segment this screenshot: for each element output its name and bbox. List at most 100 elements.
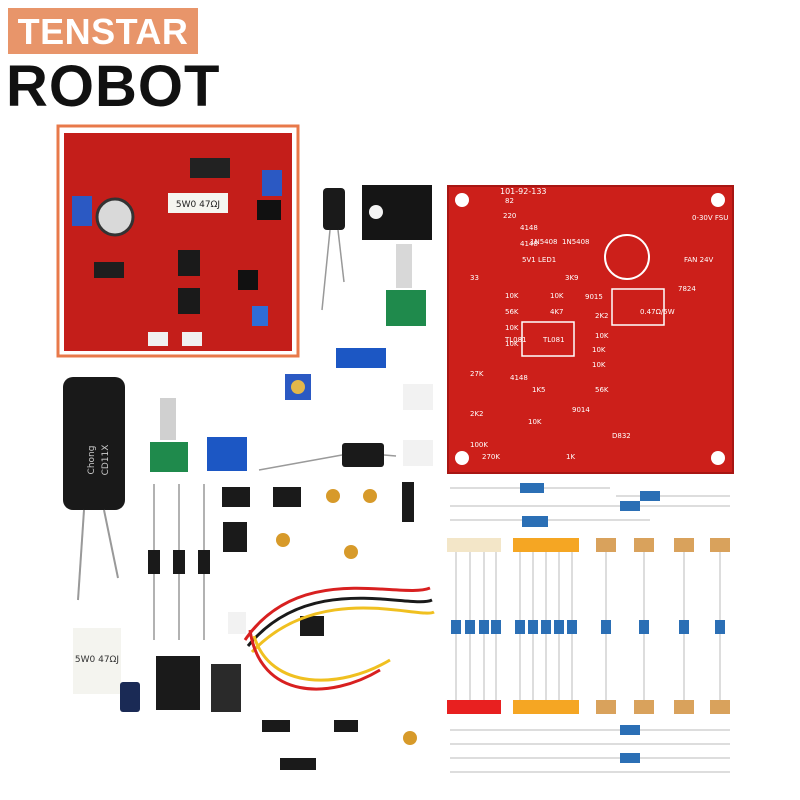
mount-hole-tr: [711, 193, 725, 207]
assembled-board-frame: [56, 124, 300, 358]
svg-text:1K: 1K: [566, 453, 575, 461]
tape-tan-3: [674, 538, 694, 552]
tape-beige-top: [447, 538, 501, 552]
to220-regulator: [223, 522, 247, 552]
diodes: [148, 484, 210, 640]
pcb-code: 101-92-133: [500, 187, 547, 196]
bare-pcb: [448, 186, 733, 473]
tape-red-bottom: [447, 700, 501, 714]
resistor-bodies: [451, 620, 725, 634]
svg-text:9015: 9015: [585, 293, 603, 301]
tape-orange-bottom: [513, 700, 579, 714]
mount-hole-tl: [455, 193, 469, 207]
terminal-block-3: [336, 348, 386, 368]
svg-text:2K2: 2K2: [595, 312, 609, 320]
svg-text:10K: 10K: [505, 292, 519, 300]
bottom-diode: [280, 758, 316, 770]
ic-outline-2: [521, 321, 575, 357]
svg-text:82: 82: [505, 197, 514, 205]
pot-shaft-top: [396, 244, 412, 288]
mount-hole-bl: [455, 451, 469, 465]
ceramic-power-resistor-label: 5W0 47ΩJ: [75, 655, 119, 665]
pot-left: [150, 442, 188, 472]
svg-text:10K: 10K: [528, 418, 542, 426]
svg-text:220: 220: [503, 212, 516, 220]
ic-dip8-1: [222, 487, 250, 507]
svg-text:10K: 10K: [505, 340, 519, 348]
svg-text:10K: 10K: [595, 332, 609, 340]
power-transistor: [156, 656, 200, 710]
svg-text:270K: 270K: [482, 453, 500, 461]
inset-pot: [257, 200, 281, 220]
pcb-labels: 82 220 4148 4148 5V1 33 3K9 10K 10K 10K …: [470, 197, 728, 461]
wire-harness: [243, 586, 435, 691]
wire-connector: [228, 612, 246, 634]
ceramic-power-resistor: [73, 628, 121, 694]
inset-trimpot: [252, 306, 268, 326]
tape-tan-1: [596, 538, 616, 552]
svg-text:LED1: LED1: [538, 256, 556, 264]
inset-ceramic-resistor: [168, 193, 228, 213]
brand-top-text: TENSTAR: [17, 11, 189, 52]
small-electrolytic-cap: [323, 188, 345, 230]
tape-tan-6: [634, 700, 654, 714]
brand-bottom-text: ROBOT: [6, 54, 221, 119]
svg-text:1N5408: 1N5408: [530, 238, 558, 246]
tape-tan-7: [674, 700, 694, 714]
svg-text:9014: 9014: [572, 406, 590, 414]
terminal-block-2: [207, 437, 247, 471]
ceramic-cap-5: [403, 731, 417, 745]
pot-top: [386, 290, 426, 326]
tape-tan-2: [634, 538, 654, 552]
to220-transistor: [211, 664, 241, 712]
small-cap-bottom: [120, 682, 140, 712]
inset-capacitor: [95, 197, 135, 237]
svg-text:3K9: 3K9: [565, 274, 579, 282]
ic-dip8-2: [273, 487, 301, 507]
small-transistor-2: [334, 720, 358, 732]
svg-text:56K: 56K: [505, 308, 519, 316]
svg-text:5V1: 5V1: [522, 256, 536, 264]
tape-orange-top: [513, 538, 579, 552]
svg-text:7824: 7824: [678, 285, 696, 293]
svg-text:10K: 10K: [592, 346, 606, 354]
svg-text:4148: 4148: [520, 224, 538, 232]
inset-connector-2: [182, 332, 202, 346]
svg-text:4148: 4148: [520, 240, 538, 248]
pin-header: [402, 482, 414, 522]
svg-text:2K2: 2K2: [470, 410, 484, 418]
cap-footprint: [604, 234, 650, 280]
svg-text:1K5: 1K5: [532, 386, 546, 394]
small-transistor-1: [262, 720, 290, 732]
cap-brand-label: Chong: [87, 446, 97, 475]
cap-series-label: CD11X: [101, 445, 111, 476]
large-capacitor: [63, 377, 125, 510]
connector-3pin-2: [403, 440, 433, 466]
inset-transistor: [190, 158, 230, 178]
svg-text:1N5408: 1N5408: [562, 238, 590, 246]
tape-tan-5: [596, 700, 616, 714]
inset-ic-2: [178, 288, 200, 314]
ic-dip8-3: [300, 616, 324, 636]
svg-text:10K: 10K: [592, 361, 606, 369]
ceramic-cap-2: [363, 489, 377, 503]
tape-tan-8: [710, 700, 730, 714]
ceramic-cap-3: [276, 533, 290, 547]
inset-connector-1: [148, 332, 168, 346]
brand-badge: [8, 8, 198, 54]
svg-text:4K7: 4K7: [550, 308, 564, 316]
inset-ceramic-label: 5W0 47ΩJ: [176, 200, 220, 210]
svg-text:FAN 24V: FAN 24V: [684, 256, 714, 264]
inset-ic-1: [178, 250, 200, 276]
svg-text:4148: 4148: [510, 374, 528, 382]
ceramic-cap-4: [344, 545, 358, 559]
connector-3pin-1: [403, 384, 433, 410]
svg-text:0.47Ω/5W: 0.47Ω/5W: [640, 308, 675, 316]
svg-text:10K: 10K: [550, 292, 564, 300]
svg-text:27K: 27K: [470, 370, 484, 378]
mount-hole-br: [711, 451, 725, 465]
svg-text:33: 33: [470, 274, 479, 282]
ic-outline-1: [611, 288, 665, 326]
inset-terminal-right: [262, 170, 282, 196]
